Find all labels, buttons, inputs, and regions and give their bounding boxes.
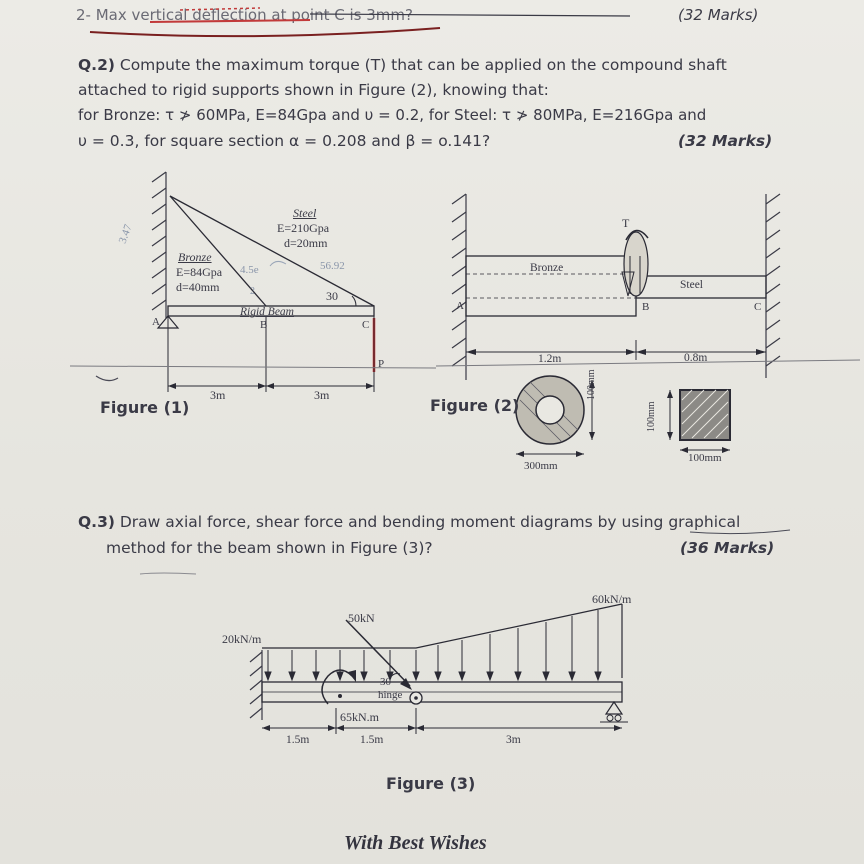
fig3-dim-3: 3m — [506, 734, 521, 746]
fig1-steel-e: E=210Gpa — [277, 221, 330, 235]
q2-number: Q.2) — [78, 56, 115, 74]
q2-previous-question-line: 2- Max vertical deflection at point C is… — [76, 6, 413, 24]
fig3-moment: 65kN.m — [340, 710, 379, 724]
fig2-point-a: A — [456, 300, 464, 312]
fig1-angle: 30 — [326, 289, 338, 303]
fig2-point-b: B — [642, 301, 650, 313]
fig1-handwritten-3: 56.92 — [320, 260, 345, 272]
figure-3-hinge — [409, 691, 423, 705]
figure-1-wall — [151, 171, 167, 318]
fig1-bronze-d: d=40mm — [176, 280, 220, 294]
q3-marks: (36 Marks) — [680, 539, 775, 557]
fig3-load-right: 60kN/m — [592, 592, 632, 606]
footer-wishes: With Best Wishes — [344, 832, 487, 854]
fig1-point-c: C — [362, 319, 370, 331]
q3-line-1: Q.3) Draw axial force, shear force and b… — [78, 513, 740, 531]
fig2-square-dim-w: 100mm — [688, 452, 722, 464]
fig1-point-a: A — [152, 316, 160, 328]
fig2-circle-dim-w: 300mm — [524, 460, 558, 472]
fig1-bronze-label: Bronze — [178, 250, 212, 264]
q2-line-4: υ = 0.3, for square section α = 0.208 an… — [78, 132, 491, 150]
fig2-torque-label: T — [622, 216, 630, 230]
figure-2-hollow-section — [515, 375, 585, 445]
fig2-dim-bronze: 1.2m — [538, 353, 562, 365]
q2-marks: (32 Marks) — [678, 132, 773, 150]
fig1-steel-label: Steel — [293, 206, 317, 220]
q2-line-1: Q.2) Compute the maximum torque (T) that… — [78, 56, 727, 74]
figure-3-point-load — [345, 619, 411, 687]
fig3-hinge-label: hinge — [378, 689, 403, 701]
fig3-dim-1: 1.5m — [286, 734, 310, 746]
fig2-dim-steel: 0.8m — [684, 352, 708, 364]
fig2-caption: Figure (2) — [430, 396, 520, 415]
fig2-circle-dim-h: 100mm — [586, 369, 597, 400]
figure-1-pin-a — [156, 315, 180, 329]
fig1-handwritten-4: 2 — [250, 286, 255, 297]
fig3-caption: Figure (3) — [386, 774, 476, 793]
fig1-bronze-e: E=84Gpa — [176, 265, 223, 279]
fig1-point-p: P — [378, 358, 385, 370]
fig1-handwritten-2: 4.5e — [240, 264, 259, 276]
fig1-beam-label: Rigid Beam — [240, 306, 294, 318]
figure-3-roller-support — [604, 700, 624, 715]
figure-2-torque-symbol — [623, 231, 649, 297]
fig2-point-c: C — [754, 301, 762, 313]
fig2-steel-label: Steel — [680, 279, 703, 291]
fig1-dim-left: 3m — [210, 388, 226, 402]
q3-line-1-text: Draw axial force, shear force and bendin… — [119, 513, 741, 531]
fig3-point-load: 50kN — [348, 611, 375, 625]
fig3-angle: 30 — [380, 676, 391, 688]
fig1-handwritten-1: 3.47 — [116, 222, 135, 246]
figure-2-square-section — [679, 389, 731, 441]
fig3-dim-2: 1.5m — [360, 734, 384, 746]
fig2-bronze-label: Bronze — [530, 262, 564, 274]
fig1-point-b: B — [260, 319, 268, 331]
q3-number: Q.3) — [78, 513, 115, 531]
q2-line-2: attached to rigid supports shown in Figu… — [78, 81, 549, 99]
figure-3-moment — [321, 669, 353, 705]
fig1-caption: Figure (1) — [100, 398, 190, 417]
fig1-dim-right: 3m — [314, 388, 330, 402]
fig1-steel-d: d=20mm — [284, 236, 328, 250]
q3-line-2: method for the beam shown in Figure (3)? — [106, 539, 433, 557]
fig2-square-dim-h: 100mm — [646, 401, 657, 432]
header-strike-marks — [89, 7, 631, 38]
q2-line-1-text: Compute the maximum torque (T) that can … — [119, 56, 727, 74]
q2-line-3: for Bronze: τ ≯ 60MPa, E=84Gpa and υ = 0… — [78, 106, 707, 124]
header-marks: (32 Marks) — [678, 6, 759, 24]
previous-question-text: 2- Max vertical deflection at point C is… — [76, 6, 413, 24]
figure-3-beam — [261, 681, 623, 703]
fig3-load-left: 20kN/m — [222, 632, 262, 646]
